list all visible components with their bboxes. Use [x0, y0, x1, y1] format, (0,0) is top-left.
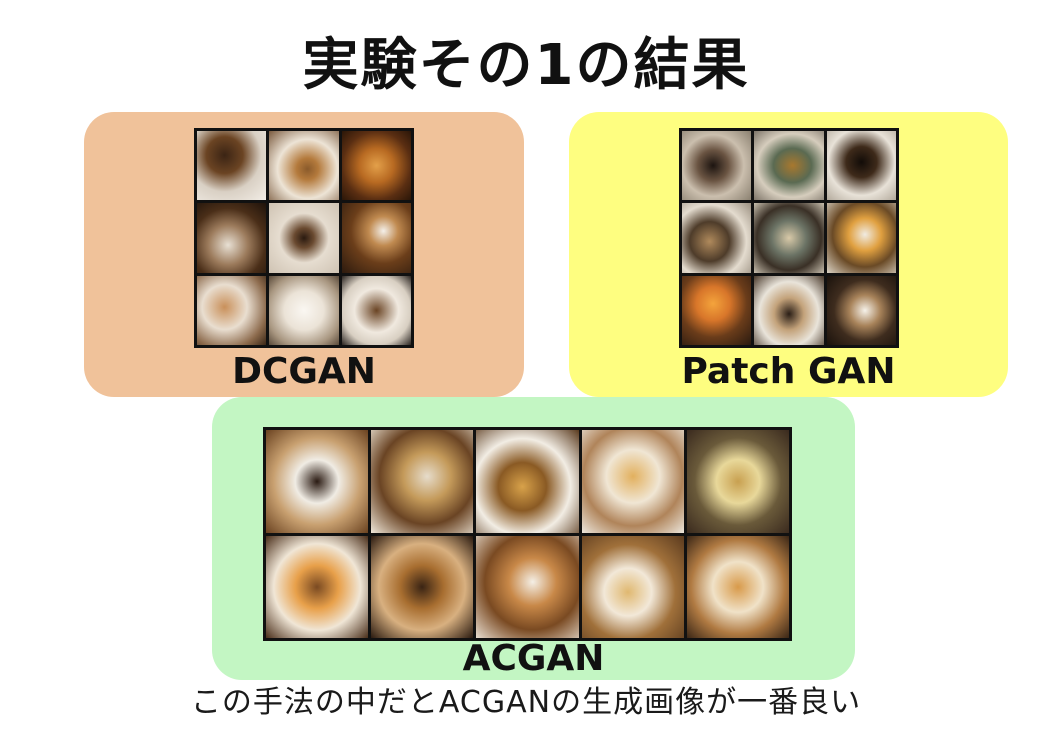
generated-image — [826, 203, 896, 273]
generated-image — [197, 131, 267, 201]
generated-image — [581, 430, 684, 533]
generated-image — [754, 275, 824, 345]
generated-image — [754, 203, 824, 273]
generated-image — [686, 430, 789, 533]
generated-image — [682, 131, 752, 201]
generated-image — [266, 535, 369, 638]
generated-image — [682, 275, 752, 345]
generated-image — [341, 275, 411, 345]
patch-gan-image-grid — [679, 128, 899, 348]
patch-gan-panel: Patch GAN — [569, 112, 1008, 397]
generated-image — [476, 535, 579, 638]
dcgan-image-grid — [194, 128, 414, 348]
generated-image — [269, 275, 339, 345]
generated-image — [269, 131, 339, 201]
dcgan-panel: DCGAN — [84, 112, 524, 397]
generated-image — [266, 430, 369, 533]
slide-caption: この手法の中だとACGANの生成画像が一番良い — [190, 685, 862, 720]
generated-image — [341, 131, 411, 201]
generated-image — [826, 131, 896, 201]
acgan-image-grid — [263, 427, 792, 641]
generated-image — [341, 203, 411, 273]
generated-image — [197, 203, 267, 273]
generated-image — [826, 275, 896, 345]
generated-image — [581, 535, 684, 638]
acgan-panel: ACGAN — [212, 397, 855, 680]
generated-image — [269, 203, 339, 273]
generated-image — [197, 275, 267, 345]
dcgan-label: DCGAN — [232, 351, 376, 392]
generated-image — [754, 131, 824, 201]
generated-image — [686, 535, 789, 638]
generated-image — [476, 430, 579, 533]
generated-image — [371, 430, 474, 533]
acgan-label: ACGAN — [462, 638, 605, 679]
generated-image — [371, 535, 474, 638]
patch-gan-label: Patch GAN — [681, 351, 896, 392]
generated-image — [682, 203, 752, 273]
slide-title: 実験その1の結果 — [302, 33, 750, 98]
